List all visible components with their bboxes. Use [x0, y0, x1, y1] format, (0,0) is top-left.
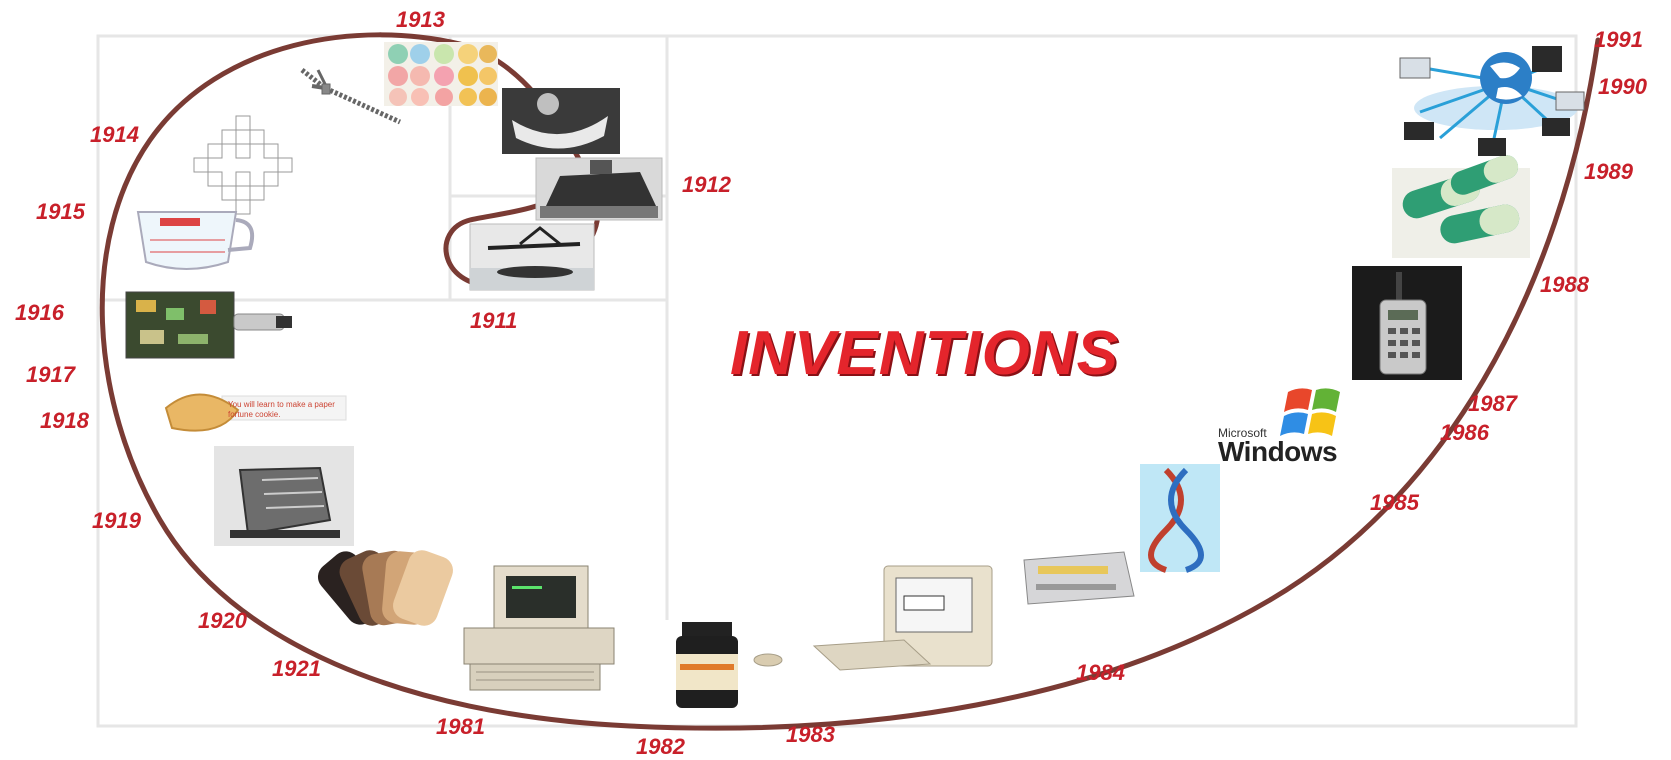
year-label-1983: 1983: [786, 722, 835, 747]
switch-image: [125, 291, 292, 359]
crossword-image: [193, 115, 293, 215]
year-label-1984: 1984: [1076, 660, 1125, 685]
year-label-1990: 1990: [1598, 74, 1647, 99]
year-label-1916: 1916: [15, 300, 64, 325]
year-label-1921: 1921: [272, 656, 321, 681]
woman-photo-image: [502, 88, 620, 154]
year-label-1920: 1920: [198, 608, 247, 633]
year-label-1913: 1913: [396, 7, 445, 32]
mobile-phone-image: [1352, 266, 1462, 380]
fortune-cookie-text: You will learn to make a paper fortune c…: [228, 400, 335, 419]
year-label-1917: 1917: [26, 362, 75, 387]
diagram-title: INVENTIONS: [730, 319, 1119, 388]
year-label-1988: 1988: [1540, 272, 1589, 297]
prozac-capsules-image: [1392, 155, 1530, 258]
year-label-1985: 1985: [1370, 490, 1419, 515]
measuring-cup-image: [136, 211, 255, 270]
bandage-image: [317, 550, 453, 626]
candy-tablets-image: [384, 42, 498, 106]
year-label-1991: 1991: [1594, 27, 1643, 52]
year-label-1918: 1918: [40, 408, 89, 433]
windows-logo-icon: [1280, 388, 1340, 436]
seaplane-image: [469, 223, 595, 291]
year-label-1981: 1981: [436, 714, 485, 739]
fortune-cookie-image: [164, 393, 347, 432]
windows-brand-small: Microsoft: [1218, 426, 1267, 440]
zipper-image: [300, 68, 402, 125]
toaster-image: [214, 446, 354, 546]
year-label-1912: 1912: [682, 172, 731, 197]
year-label-1982: 1982: [636, 734, 685, 759]
year-label-1987: 1987: [1468, 391, 1517, 416]
year-label-1919: 1919: [92, 508, 141, 533]
year-label-1989: 1989: [1584, 159, 1633, 184]
year-label-1911: 1911: [470, 308, 518, 333]
windows-brand-big: Windows: [1218, 436, 1338, 467]
network-globe-image: [1399, 46, 1585, 156]
grid-outer-rect: [96, 34, 1578, 728]
year-label-1914: 1914: [90, 122, 139, 147]
cd-drive-image: [1023, 551, 1135, 605]
ibm-pc-image: [463, 565, 615, 691]
year-label-1986: 1986: [1440, 420, 1489, 445]
year-label-1915: 1915: [36, 199, 85, 224]
dna-helix-image: [1140, 464, 1220, 573]
tank-image: [535, 157, 663, 221]
growth-hormone-bottle-image: [676, 622, 738, 708]
macintosh-image: [753, 565, 993, 671]
